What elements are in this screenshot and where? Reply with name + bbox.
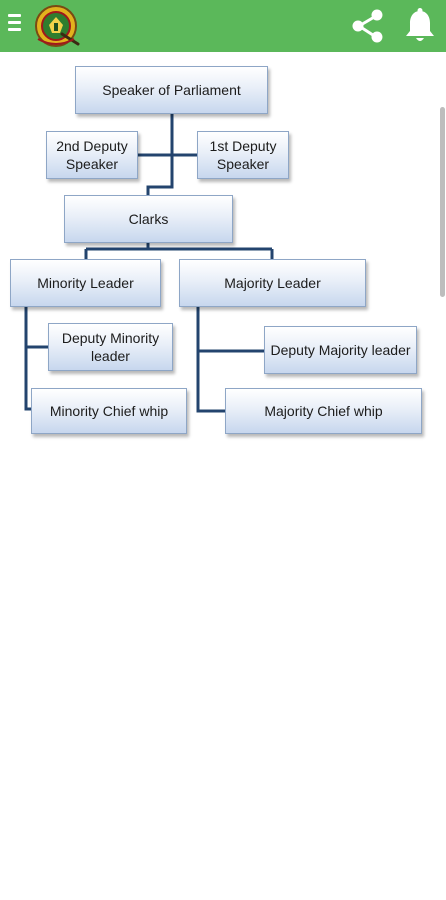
node-majority-chief-whip: Majority Chief whip: [225, 388, 422, 434]
node-speaker-of-parliament: Speaker of Parliament: [75, 66, 268, 114]
node-minority-leader: Minority Leader: [10, 259, 161, 307]
org-chart: Speaker of Parliament 2nd Deputy Speaker…: [0, 52, 446, 452]
share-icon[interactable]: [346, 4, 390, 48]
node-majority-leader: Majority Leader: [179, 259, 366, 307]
parliament-logo-icon[interactable]: [32, 3, 82, 49]
node-deputy-minority-leader: Deputy Minority leader: [48, 323, 173, 371]
node-clarks: Clarks: [64, 195, 233, 243]
node-deputy-majority-leader: Deputy Majority leader: [264, 326, 417, 374]
node-1st-deputy-speaker: 1st Deputy Speaker: [197, 131, 289, 179]
bell-icon[interactable]: [398, 4, 442, 48]
node-minority-chief-whip: Minority Chief whip: [31, 388, 187, 434]
app-bar: [0, 0, 446, 52]
org-chart-connectors: [24, 114, 274, 413]
scrollbar-thumb[interactable]: [440, 107, 445, 297]
hamburger-menu-icon[interactable]: [8, 14, 22, 34]
node-2nd-deputy-speaker: 2nd Deputy Speaker: [46, 131, 138, 179]
